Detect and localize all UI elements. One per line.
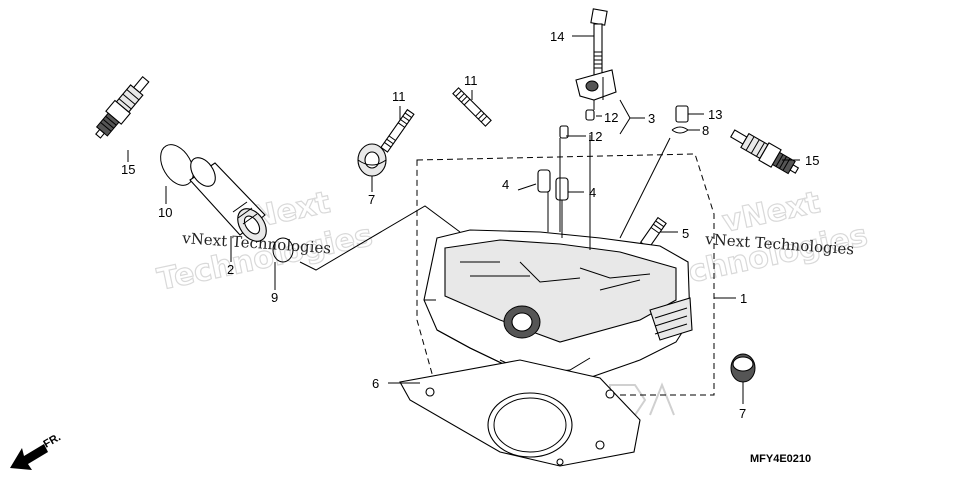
diagram-code: MFY4E0210 <box>750 453 811 465</box>
callout-2: 2 <box>227 262 234 277</box>
callout-12-lower: 12 <box>588 129 602 144</box>
callout-11-left: 11 <box>392 89 406 104</box>
spark-plug-left <box>95 76 150 139</box>
o-ring <box>160 144 194 186</box>
front-label: FR. <box>42 431 63 450</box>
callout-7-right: 7 <box>739 406 746 421</box>
spark-plug-right <box>730 129 800 175</box>
sealing-plug-right <box>730 353 756 383</box>
callout-7-left: 7 <box>368 192 375 207</box>
callout-15-right: 15 <box>805 153 819 168</box>
small-o-ring <box>272 237 294 263</box>
leader-lines <box>127 35 800 404</box>
dowel-pin-upper <box>585 109 595 121</box>
flange-bolt <box>590 8 608 77</box>
watermark-left: vNext Technologies vNext Technologies <box>154 184 376 298</box>
dowel-pin-a <box>537 169 551 193</box>
front-direction-indicator: FR. <box>10 431 63 470</box>
callout-14: 14 <box>550 29 564 44</box>
callout-labels: 15 10 2 9 7 11 11 14 12 12 3 13 8 4 4 5 … <box>121 29 819 421</box>
callout-8: 8 <box>702 123 709 138</box>
callout-9: 9 <box>271 290 278 305</box>
callout-15-left: 15 <box>121 162 135 177</box>
stud-bolt-right <box>452 87 492 127</box>
callout-4-left: 4 <box>502 177 509 192</box>
assembly-boundary <box>416 153 715 396</box>
dowel-pin-lower <box>559 125 569 139</box>
collar <box>675 105 689 123</box>
callout-11-right: 11 <box>464 73 478 88</box>
cylinder-head-gasket <box>399 359 641 467</box>
callout-3: 3 <box>648 111 655 126</box>
dowel-pin-b <box>555 177 569 201</box>
intake-pipe <box>189 157 267 242</box>
callout-5: 5 <box>682 226 689 241</box>
sealing-plug-left <box>357 143 387 177</box>
callout-4-right: 4 <box>589 185 596 200</box>
front-arrow-icon <box>10 444 48 470</box>
rocker-arm-holder <box>575 69 617 101</box>
callout-12-upper: 12 <box>604 110 618 125</box>
callout-1: 1 <box>740 291 747 306</box>
callout-10: 10 <box>158 205 172 220</box>
callout-13: 13 <box>708 107 722 122</box>
callout-6: 6 <box>372 376 379 391</box>
cylinder-head <box>423 229 693 389</box>
clip <box>671 126 689 134</box>
stud-bolt-left <box>380 108 415 153</box>
